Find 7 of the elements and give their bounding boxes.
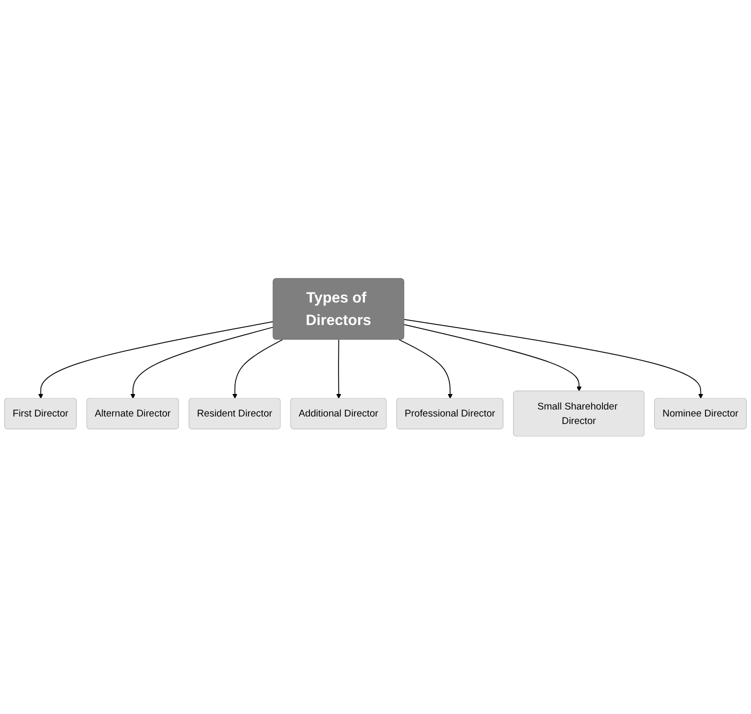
arrow <box>404 324 582 392</box>
arrow <box>398 338 453 398</box>
arrow <box>336 338 342 398</box>
arrow <box>232 338 284 398</box>
arrow <box>404 318 704 398</box>
arrow <box>38 320 274 398</box>
arrow <box>130 326 274 398</box>
